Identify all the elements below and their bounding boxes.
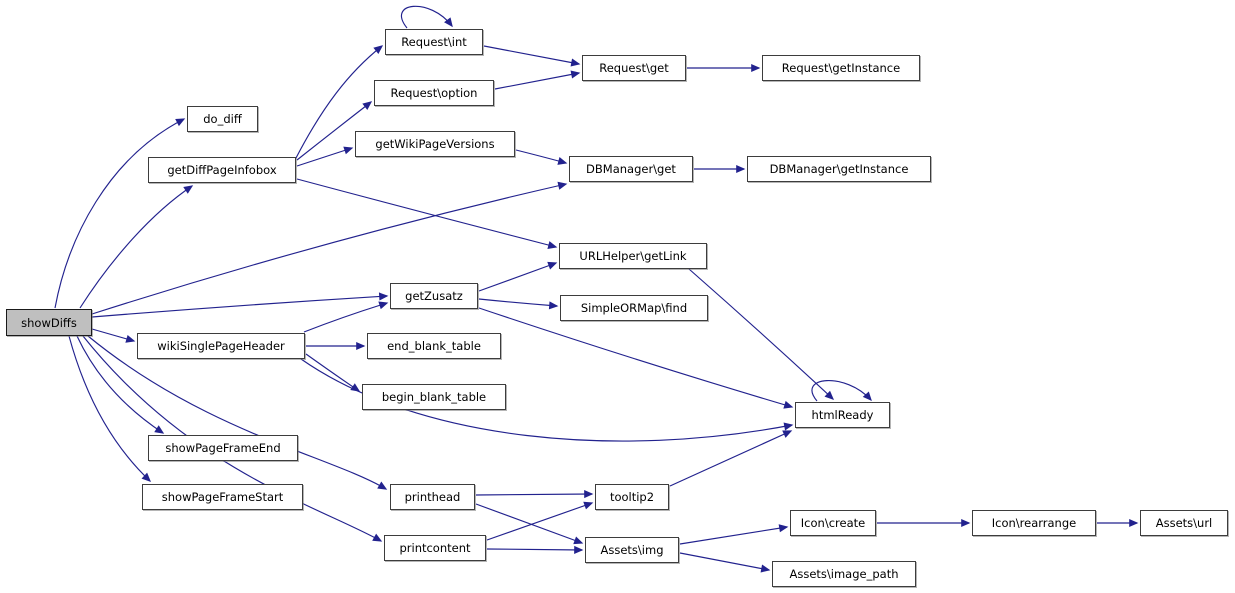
edge-showDiffs-to-getDiffPageInfobox <box>79 185 194 309</box>
edge-showDiffs-to-wikiSinglePageHeader <box>91 328 136 343</box>
node-showPageFrameStart[interactable]: showPageFrameStart <box>142 484 303 510</box>
edge-showDiffs-to-showPageFrameEnd <box>76 335 165 434</box>
node-getWikiPageVersions[interactable]: getWikiPageVersions <box>355 131 515 157</box>
node-Icon_rearrange[interactable]: Icon\rearrange <box>972 510 1096 536</box>
node-printhead[interactable]: printhead <box>390 484 475 510</box>
node-printcontent[interactable]: printcontent <box>384 535 486 561</box>
edge-getWikiPageVersions-to-DBManager_get <box>515 149 568 165</box>
node-Assets_image_path[interactable]: Assets\image_path <box>772 561 916 587</box>
edge-getZusatz-to-htmlReady <box>478 307 794 409</box>
node-getZusatz[interactable]: getZusatz <box>390 283 478 309</box>
node-DBManager_get[interactable]: DBManager\get <box>569 156 693 182</box>
node-wikiSinglePageHeader[interactable]: wikiSinglePageHeader <box>137 333 305 359</box>
edge-showDiffs-to-do_diff <box>54 118 186 309</box>
node-Request_getInstance[interactable]: Request\getInstance <box>762 55 920 81</box>
edge-wikiSinglePageHeader-to-begin_blank_table <box>305 353 361 392</box>
node-Icon_create[interactable]: Icon\create <box>790 510 876 536</box>
edge-tooltip2-to-htmlReady <box>669 430 793 487</box>
node-do_diff[interactable]: do_diff <box>187 106 258 132</box>
node-Assets_url[interactable]: Assets\url <box>1140 510 1228 536</box>
edge-showDiffs-to-printcontent <box>82 335 383 542</box>
node-URLHelper_getLink[interactable]: URLHelper\getLink <box>559 243 707 269</box>
edge-showDiffs-to-DBManager_get <box>91 181 568 315</box>
edge-Assets_img-to-Icon_create <box>679 524 789 545</box>
node-begin_blank_table[interactable]: begin_blank_table <box>362 384 506 410</box>
edge-getDiffPageInfobox-to-Request_int <box>295 45 384 159</box>
edge-showDiffs-to-getZusatz <box>91 292 389 318</box>
edge-Request_int-to-Request_int <box>400 5 453 29</box>
node-end_blank_table[interactable]: end_blank_table <box>367 333 501 359</box>
node-SimpleORMap_find[interactable]: SimpleORMap\find <box>560 295 708 321</box>
edge-Request_option-to-Request_get <box>494 70 581 90</box>
edge-getDiffPageInfobox-to-Request_option <box>296 101 373 161</box>
edge-Assets_img-to-Assets_image_path <box>679 552 771 573</box>
node-Request_get[interactable]: Request\get <box>582 55 686 81</box>
node-tooltip2[interactable]: tooltip2 <box>595 484 669 510</box>
node-Assets_img[interactable]: Assets\img <box>585 537 679 563</box>
node-Request_int[interactable]: Request\int <box>385 29 483 55</box>
edge-getZusatz-to-URLHelper_getLink <box>478 261 558 292</box>
edge-htmlReady-to-htmlReady <box>811 380 872 402</box>
edge-wikiSinglePageHeader-to-getZusatz <box>303 301 389 333</box>
node-getDiffPageInfobox[interactable]: getDiffPageInfobox <box>148 157 296 183</box>
node-showDiffs: showDiffs <box>6 309 92 336</box>
edges-group <box>54 5 1139 573</box>
node-DBManager_getInstance[interactable]: DBManager\getInstance <box>747 156 931 182</box>
node-htmlReady[interactable]: htmlReady <box>795 402 890 428</box>
edge-Request_int-to-Request_get <box>483 45 581 67</box>
edge-printhead-to-Assets_img <box>475 503 584 545</box>
edge-printhead-to-tooltip2 <box>475 490 594 499</box>
node-Request_option[interactable]: Request\option <box>374 80 494 106</box>
edge-wikiSinglePageHeader-to-htmlReady <box>300 358 794 442</box>
edge-getDiffPageInfobox-to-getWikiPageVersions <box>296 146 354 167</box>
edge-getZusatz-to-SimpleORMap_find <box>478 298 559 310</box>
edge-printcontent-to-tooltip2 <box>486 501 594 541</box>
edge-showDiffs-to-showPageFrameStart <box>68 335 152 482</box>
edge-getDiffPageInfobox-to-URLHelper_getLink <box>296 178 558 249</box>
node-showPageFrameEnd[interactable]: showPageFrameEnd <box>148 435 298 461</box>
edge-printcontent-to-Assets_img <box>486 545 584 554</box>
